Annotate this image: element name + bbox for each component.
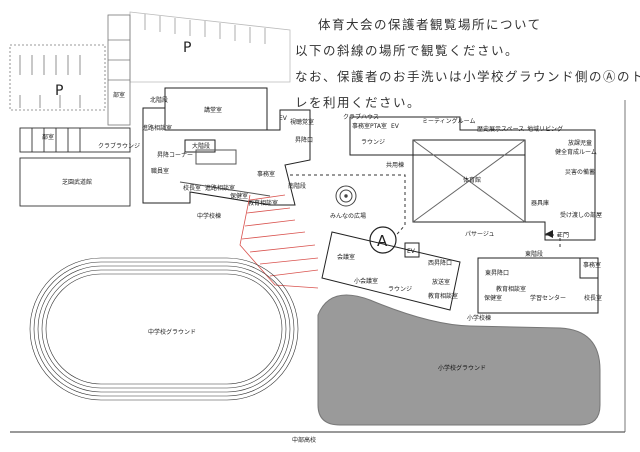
jh-career-room-2: 進路相談室 — [205, 184, 235, 192]
shared-equipment: 器具庫 — [531, 199, 549, 207]
shared-disaster-storage: 災害の備蓄 — [565, 168, 595, 176]
parking-label-north: P — [183, 40, 191, 56]
es-lounge: ラウンジ — [388, 285, 412, 293]
jh-staff-room: 職員室 — [151, 167, 169, 175]
club-lounge: クラブラウンジ — [98, 142, 140, 150]
jh-office: 事務室 — [257, 170, 275, 178]
main-gate-label: 正門 — [557, 232, 569, 239]
jh-ev: EV — [279, 115, 288, 122]
jh-ground-label: 中学校グラウンド — [148, 328, 196, 336]
parking-lot-north — [129, 11, 291, 83]
shared-building — [349, 116, 596, 241]
es-counseling: 教育相談室 — [428, 292, 458, 300]
es-conference: 会議室 — [337, 253, 355, 261]
es-small-conference: 小会議室 — [354, 277, 378, 285]
club-room: 部室 — [42, 133, 54, 141]
es-counseling-2: 教育相談室 — [496, 285, 526, 293]
plaza-icon — [335, 185, 357, 207]
es-east-entrance: 東昇降口 — [485, 269, 509, 277]
jh-health: 保健室 — [230, 192, 248, 200]
jh-building-label: 中学校棟 — [197, 212, 221, 220]
jh-principal: 校長室 — [183, 184, 201, 192]
es-center: 学習センター — [530, 294, 566, 302]
jh-north-stairs: 北階段 — [150, 96, 168, 104]
es-office: 事務室 — [583, 261, 601, 269]
es-broadcast: 放送室 — [432, 278, 450, 286]
jh-big-stairs: 大階段 — [192, 142, 210, 150]
club-building — [19, 127, 131, 207]
shared-afterschool-2: 健全育成ルーム — [555, 148, 597, 156]
shared-clubhouse: クラブハウス — [343, 113, 379, 121]
passage-label: パサージュ — [465, 231, 494, 238]
es-east-stairs: 東階段 — [525, 250, 543, 258]
club-room-top: 部室 — [113, 91, 125, 99]
jh-av-room: 視聴覚室 — [290, 118, 314, 126]
shared-handover: 受け渡しの部屋 — [560, 211, 602, 219]
es-health: 保健室 — [484, 294, 502, 302]
jh-entrance-corner: 昇降コーナー — [157, 151, 193, 159]
plaza-label: みんなの広場 — [330, 212, 366, 220]
jh-entrance: 昇降口 — [295, 136, 313, 144]
es-ev: EV — [407, 248, 416, 255]
gym-label: 体育館 — [463, 176, 481, 184]
shared-building-label: 共用棟 — [386, 161, 404, 169]
es-west-entrance: 西昇降口 — [428, 259, 452, 267]
shared-meeting: ミーティングルーム — [422, 117, 475, 125]
shared-office: 事務室 — [352, 122, 370, 130]
parking-label-west: P — [55, 83, 63, 99]
toilet-a-marker — [369, 226, 397, 254]
shared-history: 歴史展示スペース — [477, 125, 524, 133]
jh-lecture-room: 講堂室 — [204, 106, 222, 114]
walkway-dashed — [290, 174, 561, 250]
shared-community: 地域リビング — [527, 125, 563, 133]
notice-line-1: 体育大会の保護者観覧場所について — [318, 17, 542, 32]
notice-line-3: なお、保護者のお手洗いは小学校グラウンド側のⒶのトイ — [295, 69, 640, 84]
shared-afterschool-1: 放課児童 — [568, 139, 592, 147]
toilet-a-label: A — [377, 232, 388, 250]
shared-pta: PTA室 — [370, 122, 387, 130]
jh-career-room: 進路相談室 — [142, 124, 172, 132]
es-building-label: 小学校棟 — [467, 314, 491, 322]
es-ground-label: 小学校グラウンド — [438, 364, 486, 372]
spectator-hatch-area — [239, 194, 319, 289]
jh-ground-track — [29, 257, 299, 401]
jh-south-stairs: 南階段 — [288, 182, 306, 190]
parking-lot-west — [9, 14, 131, 126]
notice-line-4: レを利用ください。 — [295, 95, 422, 110]
main-gate-arrow-icon — [545, 230, 553, 238]
junior-high-building — [142, 87, 311, 206]
elementary-building — [321, 231, 599, 314]
budokan: 芝園武道館 — [62, 178, 92, 186]
high-school-label: 中部高校 — [292, 436, 316, 444]
es-principal: 校長室 — [584, 294, 602, 302]
jh-counseling: 教育相談室 — [248, 199, 278, 207]
shared-ev: EV — [391, 123, 400, 130]
shared-lounge: ラウンジ — [361, 138, 385, 146]
notice-line-2: 以下の斜線の場所で観覧ください。 — [295, 43, 520, 58]
es-ground — [317, 294, 601, 426]
